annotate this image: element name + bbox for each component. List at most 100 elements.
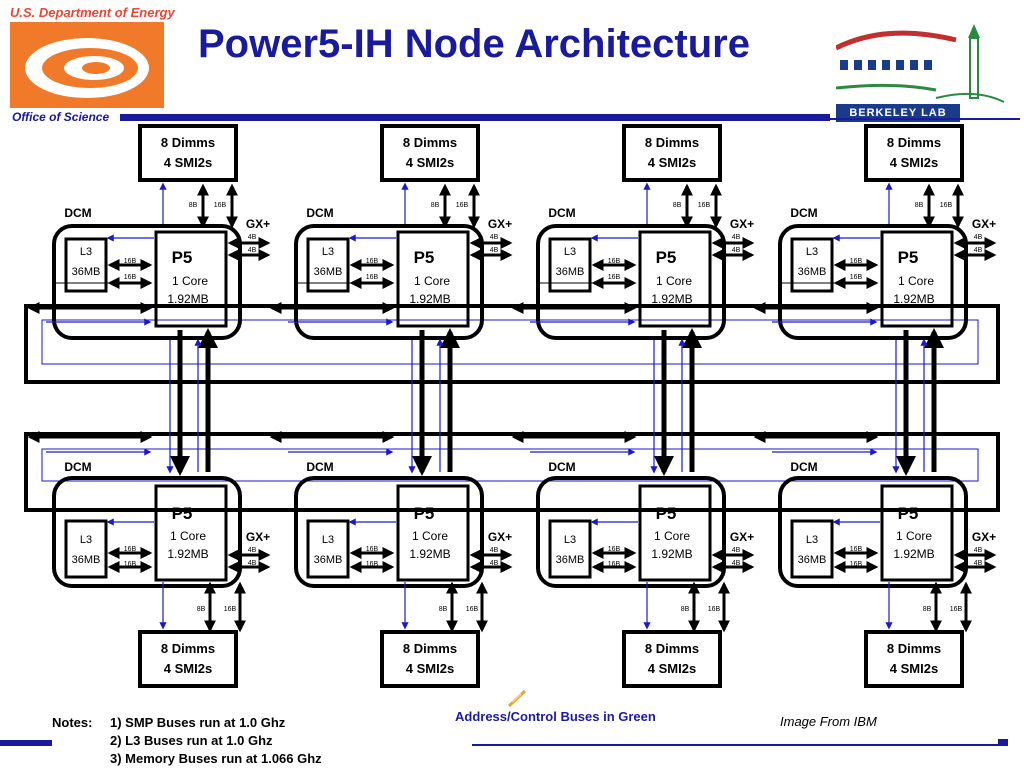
- p5-label: P5: [898, 248, 919, 267]
- dimm-count: 8 Dimms: [887, 135, 941, 150]
- dcm-label: DCM: [306, 206, 333, 220]
- bandwidth-label: 4B: [732, 547, 741, 554]
- note-item: 1) SMP Buses run at 1.0 Ghz: [110, 715, 286, 730]
- dcm-label: DCM: [548, 206, 575, 220]
- bandwidth-label: 4B: [490, 560, 499, 567]
- berkeley-lab-logo-icon: [836, 24, 1005, 103]
- p5-label: P5: [414, 248, 435, 267]
- dimm-count: 8 Dimms: [645, 641, 699, 656]
- dcm-label: DCM: [64, 206, 91, 220]
- bandwidth-label: 16B: [850, 561, 863, 568]
- dimm-box: [138, 124, 238, 182]
- doe-office: Office of Science: [12, 110, 110, 124]
- smi-count: 4 SMI2s: [890, 155, 938, 170]
- header-rule-thin: [830, 118, 1020, 120]
- pencil-icon: [507, 689, 527, 708]
- p5-label: P5: [656, 248, 677, 267]
- l3-size: 36MB: [798, 266, 827, 278]
- p5-cache: 1.92MB: [651, 292, 692, 306]
- l3-size: 36MB: [72, 266, 101, 278]
- bandwidth-label: 16B: [366, 561, 379, 568]
- p5-core: 1 Core: [654, 529, 690, 543]
- bandwidth-label: 16B: [708, 606, 721, 613]
- doe-logo-icon: [10, 22, 164, 108]
- l3-size: 36MB: [72, 554, 101, 566]
- p5-cache: 1.92MB: [651, 547, 692, 561]
- bandwidth-label: 16B: [950, 606, 963, 613]
- note-item: 2) L3 Buses run at 1.0 Ghz: [110, 733, 273, 748]
- bandwidth-label: 4B: [248, 560, 257, 567]
- dcm-label: DCM: [306, 460, 333, 474]
- l3-size: 36MB: [314, 266, 343, 278]
- bandwidth-label: 16B: [456, 202, 469, 209]
- smi-count: 4 SMI2s: [890, 661, 938, 676]
- berkeley-lab-sign: BERKELEY LAB: [836, 104, 960, 122]
- dimm-box: [380, 124, 480, 182]
- bandwidth-label: 8B: [681, 606, 690, 613]
- l3-label: L3: [80, 534, 92, 546]
- p5-chip: [396, 484, 470, 582]
- l3-cache-box: [64, 237, 108, 293]
- p5-core: 1 Core: [170, 529, 206, 543]
- bandwidth-label: 4B: [974, 234, 983, 241]
- bandwidth-label: 4B: [490, 547, 499, 554]
- p5-core: 1 Core: [656, 274, 692, 288]
- l3-size: 36MB: [556, 554, 585, 566]
- l3-label: L3: [806, 246, 818, 258]
- p5-label: P5: [172, 248, 193, 267]
- dimm-box: [622, 630, 722, 688]
- dcm-box: [294, 476, 484, 588]
- p5-label: P5: [414, 504, 435, 523]
- l3-cache-box: [64, 519, 108, 579]
- smp-ring-bottom: [24, 432, 1000, 512]
- bandwidth-label: 16B: [214, 202, 227, 209]
- p5-cache: 1.92MB: [409, 547, 450, 561]
- l3-label: L3: [80, 246, 92, 258]
- bandwidth-label: 16B: [366, 546, 379, 553]
- p5-cache: 1.92MB: [167, 292, 208, 306]
- address-ring-top: [41, 319, 979, 365]
- gx-label: GX+: [730, 217, 754, 231]
- p5-core: 1 Core: [172, 274, 208, 288]
- bandwidth-label: 4B: [248, 234, 257, 241]
- l3-cache-box: [306, 237, 350, 293]
- address-ring-bottom: [41, 448, 979, 482]
- p5-chip: [638, 484, 712, 582]
- dimm-box: [864, 630, 964, 688]
- bandwidth-label: 4B: [490, 247, 499, 254]
- footer-bar-left: [0, 740, 52, 746]
- gx-label: GX+: [730, 530, 754, 544]
- smp-ring-top: [24, 304, 1000, 384]
- bandwidth-label: 8B: [923, 606, 932, 613]
- l3-size: 36MB: [556, 266, 585, 278]
- l3-cache-box: [306, 519, 350, 579]
- p5-core: 1 Core: [898, 274, 934, 288]
- dimm-box: [380, 630, 480, 688]
- dcm-label: DCM: [548, 460, 575, 474]
- l3-label: L3: [564, 534, 576, 546]
- bandwidth-label: 16B: [466, 606, 479, 613]
- bandwidth-label: 16B: [608, 561, 621, 568]
- notes-header: Notes:: [52, 715, 93, 730]
- l3-cache-box: [548, 519, 592, 579]
- bandwidth-label: 8B: [915, 202, 924, 209]
- bandwidth-label: 8B: [431, 202, 440, 209]
- bandwidth-label: 16B: [608, 274, 621, 281]
- p5-cache: 1.92MB: [893, 547, 934, 561]
- bandwidth-label: 16B: [608, 546, 621, 553]
- p5-core: 1 Core: [896, 529, 932, 543]
- gx-label: GX+: [488, 217, 512, 231]
- l3-label: L3: [806, 534, 818, 546]
- smi-count: 4 SMI2s: [406, 155, 454, 170]
- bandwidth-label: 16B: [850, 274, 863, 281]
- bandwidth-label: 16B: [366, 274, 379, 281]
- bandwidth-label: 16B: [608, 258, 621, 265]
- doe-name: U.S. Department of Energy: [10, 5, 175, 20]
- image-credit: Image From IBM: [780, 714, 877, 729]
- l3-label: L3: [564, 246, 576, 258]
- header-rule: [120, 114, 830, 121]
- address-bus-legend: Address/Control Buses in Green: [455, 709, 656, 724]
- bandwidth-label: 4B: [974, 247, 983, 254]
- gx-label: GX+: [972, 530, 996, 544]
- dimm-count: 8 Dimms: [161, 641, 215, 656]
